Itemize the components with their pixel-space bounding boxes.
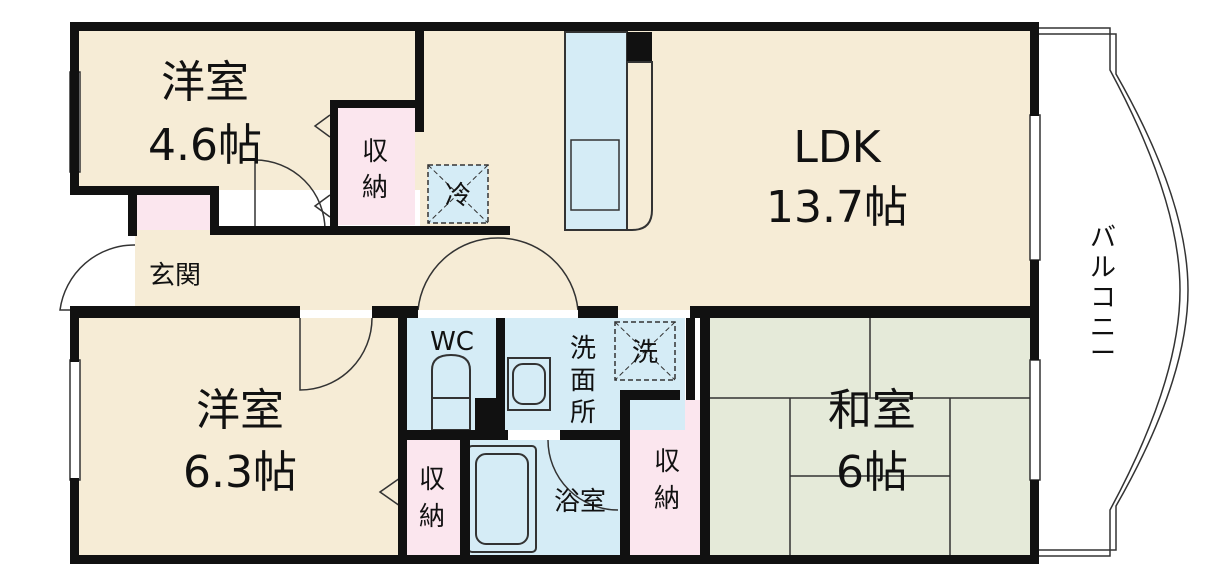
labels: 洋室 4.6帖 LDK 13.7帖 洋室 6.3帖 和室 6帖 玄関 WC 浴室… <box>148 57 1116 532</box>
ldk-name: LDK <box>793 122 881 173</box>
storage-a-label-1: 収 <box>362 137 388 167</box>
washroom-label-2: 面 <box>570 366 596 396</box>
balcony-label-5: ー <box>1090 339 1116 369</box>
entrance-label: 玄関 <box>149 261 201 291</box>
washroom-label-3: 所 <box>570 398 596 428</box>
washer-label: 洗 <box>632 338 658 368</box>
balcony-label-4: ニ <box>1090 313 1116 343</box>
floor-storage-entry <box>135 195 210 230</box>
bathtub <box>467 445 537 553</box>
bath-label: 浴室 <box>554 487 606 517</box>
wc-label: WC <box>430 327 474 357</box>
storage-a-label-2: 納 <box>362 173 388 203</box>
floors <box>75 28 1035 558</box>
walls <box>70 22 1039 564</box>
floor-storage-b <box>405 440 460 558</box>
storage-b-label-2: 納 <box>419 502 445 532</box>
kitchen-counter <box>564 31 653 231</box>
washer-space <box>614 321 676 381</box>
floor-hall <box>210 230 510 310</box>
washitsu-size: 6帖 <box>836 447 908 498</box>
washitsu-name: 和室 <box>828 385 916 436</box>
western-b-name: 洋室 <box>196 385 284 436</box>
floor-entrance <box>135 230 210 310</box>
washbasin <box>507 357 551 411</box>
washroom-label-1: 洗 <box>570 334 596 364</box>
floor-ldk <box>420 28 1035 310</box>
ldk-size: 13.7帖 <box>766 182 908 233</box>
floor-washitsu <box>710 318 1035 558</box>
balcony-label-3: コ <box>1090 283 1116 313</box>
fridge-space <box>427 164 489 224</box>
fridge-label: 冷 <box>445 181 471 211</box>
western-a-name: 洋室 <box>161 57 249 108</box>
tatami-lines <box>710 318 1032 555</box>
western-b-size: 6.3帖 <box>183 447 297 498</box>
storage-c-label-1: 収 <box>654 447 680 477</box>
balcony-label-1: バ <box>1090 223 1116 253</box>
storage-b-label-1: 収 <box>419 465 445 495</box>
western-a-size: 4.6帖 <box>148 120 262 171</box>
floor-western-b <box>75 318 400 558</box>
toilet <box>431 353 471 431</box>
floor-storage-a <box>335 105 415 225</box>
balcony <box>1038 27 1189 557</box>
balcony-label-2: ル <box>1090 253 1116 283</box>
storage-c-label-2: 納 <box>654 484 680 514</box>
door-swings <box>59 114 619 511</box>
